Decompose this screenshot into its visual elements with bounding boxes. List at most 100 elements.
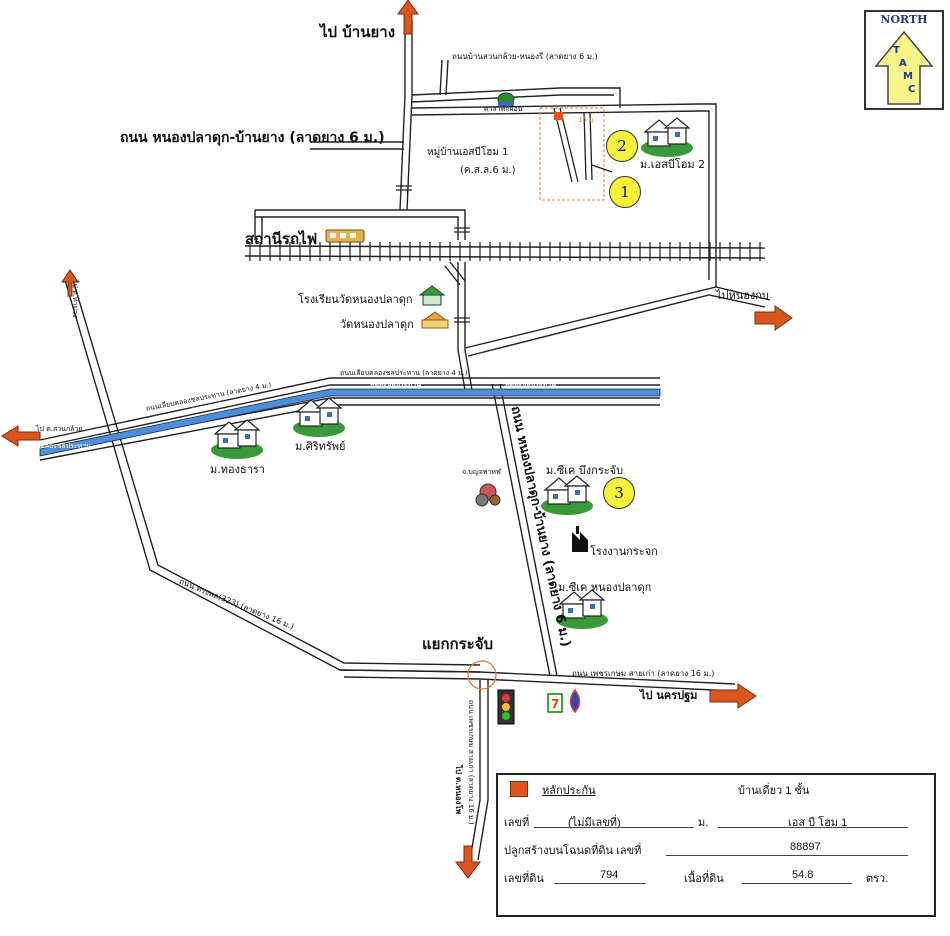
legend-land-no-value: 794 — [600, 869, 619, 881]
label-junction: แยกกระจับ — [422, 635, 494, 653]
arrow-up-left — [61, 269, 79, 297]
legend-area-line — [742, 883, 852, 884]
arrow-right-nong-kop — [754, 305, 793, 331]
legend-no-value: (ไม่มีเลขที่) — [568, 817, 621, 829]
label-village1: หมู่บ้านเอสบีโฮม 1 — [427, 147, 509, 158]
legend-area-label: เนื้อที่ดิน — [684, 873, 724, 885]
label-sk-bueng: ม.ซีเค บึงกระจับ — [546, 464, 624, 477]
canal-band — [39, 388, 661, 457]
label-to-tha-muang: ไป ต.ท่าม่วง — [71, 280, 79, 318]
legend-area-unit: ตรว. — [866, 873, 889, 885]
house-icon-sk-nong — [556, 589, 608, 629]
label-to-nakhon-pathom: ไป นครปฐม — [640, 689, 698, 702]
label-canal-top: คลองชลประทาน — [370, 380, 421, 388]
marker-1[interactable]: 1 — [609, 176, 641, 208]
arrow-up-ban-yang — [397, 0, 419, 35]
crossing-1 — [396, 185, 412, 191]
north-letter-a: A — [899, 58, 907, 69]
road-canal-west — [39, 377, 660, 448]
marker-3[interactable]: 3 — [603, 477, 635, 509]
crossings — [396, 185, 470, 323]
legend-m-label: ม. — [698, 817, 709, 829]
factory-icon — [572, 526, 588, 552]
road-main-south — [491, 383, 558, 677]
village-road-3 — [591, 164, 613, 173]
legend-land-no-label: เลขที่ดิน — [504, 873, 544, 885]
label-to-ban-yang: ไป บ้านยาง — [320, 23, 396, 41]
house-icon-siri-sap — [293, 397, 345, 437]
north-letter-m: M — [903, 71, 913, 82]
marker-2[interactable]: 2 — [606, 130, 638, 162]
legend-m-value: เอส บี โฮม 1 — [788, 817, 848, 829]
label-canal-road-top: ถนนเลียบคลองชลประทาน (ลาดยาง 4 ม.) — [340, 369, 468, 377]
temple-icon — [421, 311, 449, 329]
road-to-ban-yang — [399, 20, 413, 211]
north-indicator: NORTH T A M C — [864, 10, 944, 110]
road-nong-kop — [464, 286, 771, 357]
collateral-info-box: หลักประกัน บ้านเดี่ยว 1 ชั้น เลขที่ (ไม่… — [496, 773, 936, 917]
legend-type: บ้านเดี่ยว 1 ชั้น — [738, 785, 810, 797]
label-to-nong-kop: ไปหนองกบ — [716, 289, 769, 302]
arrow-right-nakhon-pathom — [709, 683, 757, 709]
label-village1-road: (ค.ส.ล.6 ม.) — [460, 165, 516, 176]
road-phetkasem-south — [469, 680, 489, 861]
road-phetkasem-east — [479, 671, 736, 692]
arrow-left — [1, 425, 41, 447]
parcel-box — [539, 107, 605, 201]
label-school: โรงเรียนวัดหนองปลาดุก — [298, 293, 413, 306]
village-road-1 — [553, 107, 579, 183]
road-school-branch — [444, 261, 466, 286]
houses — [211, 117, 693, 629]
label-pavilion: ศาลาพักผ่อน — [484, 105, 523, 113]
arrow-down-nong-pho — [455, 845, 481, 879]
legend-title: หลักประกัน — [542, 785, 596, 797]
crossing-2 — [454, 227, 470, 233]
svg-text:7: 7 — [551, 697, 559, 711]
collateral-swatch — [510, 781, 528, 797]
school-icon — [418, 285, 446, 306]
label-glass-factory: โรงงานกระจก — [590, 545, 658, 558]
label-distance: 15 ม. — [578, 116, 596, 124]
store-icon: 7 — [547, 693, 563, 713]
house-icon-thong-thara — [211, 419, 263, 459]
label-road-right: ถนน เพชรเกษม สายเก่า (ลาดยาง 16 ม.) — [572, 669, 715, 678]
legend-area-value: 54.8 — [792, 869, 814, 881]
north-title: NORTH — [880, 13, 928, 26]
road-phetkasem-west — [339, 669, 481, 680]
junction-circle — [467, 660, 497, 690]
legend-deed-value: 88897 — [790, 841, 821, 853]
canal — [39, 388, 661, 457]
road-school — [457, 262, 473, 391]
pavilion-icon — [497, 92, 515, 106]
house-icon-sk-bueng — [541, 475, 593, 515]
arrows — [1, 0, 793, 879]
label-road-down: ถนน เพชรเกษม สายเก่า (ลาดยาง 16 ม.) — [467, 700, 475, 825]
village-road-2 — [583, 111, 593, 181]
label-canal-right: คลองชลประทาน — [505, 380, 556, 388]
legend-no-line — [534, 827, 694, 828]
label-village2: ม.เอสบีโฮม 2 — [640, 158, 706, 171]
railway — [244, 242, 766, 261]
label-canal-left2: คลองชลประทาน — [40, 442, 91, 450]
label-to-suan-kluay: ไป ต.สวนกล้วย — [36, 425, 83, 433]
label-sk-nong: ม.ซีเค หนองปลาดุก — [558, 581, 652, 594]
road-station-left — [254, 210, 263, 240]
legend-deed-label: ปลูกสร้างบนโฉนดที่ดิน เลขที่ — [504, 845, 642, 857]
north-arrow-icon — [874, 30, 934, 105]
label-siri-sap: ม.ศิริทรัพย์ — [295, 440, 346, 453]
label-thong-thara: ม.ทองธารา — [210, 463, 265, 476]
traffic-light-icon — [497, 689, 515, 725]
road-soi — [411, 87, 621, 108]
label-station: สถานีรถไฟ — [245, 230, 318, 248]
crossing-3 — [454, 317, 470, 323]
north-letter-c: C — [908, 84, 916, 95]
label-soi-road: ถนนบ้านสวนกล้วย-หนองรี (ลาดยาง 6 ม.) — [452, 52, 598, 61]
collateral-plot-small — [554, 112, 563, 120]
north-letter-t: T — [893, 45, 900, 56]
house-icon-village2 — [641, 117, 693, 157]
gas-station-icon — [569, 688, 581, 714]
factory-workers-icon — [475, 483, 501, 507]
road-canal-west2 — [39, 397, 660, 461]
rail-top — [244, 245, 766, 249]
